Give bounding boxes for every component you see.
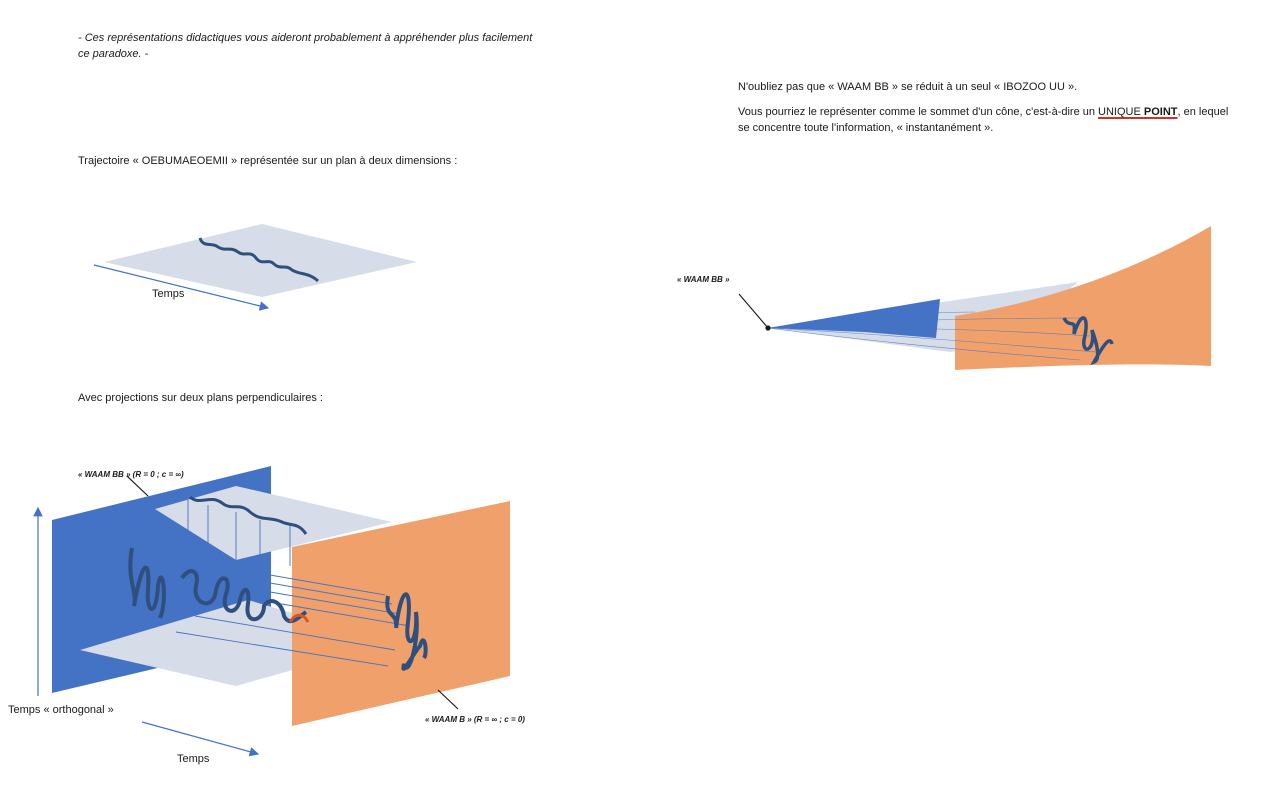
unique-word: UNIQUE [1098, 106, 1144, 118]
trajectory-transition [288, 613, 310, 623]
orthogonal-time-label: Temps « orthogonal » [8, 704, 114, 716]
right-para-2: Vous pourriez le représenter comme le so… [738, 104, 1228, 120]
orange-plane [292, 501, 510, 726]
top-grey-plane [155, 486, 392, 560]
right-para-2-after: , en lequel [1177, 106, 1229, 118]
waam-b-label: « WAAM B » (R = ∞ ; c = 0) [425, 715, 525, 724]
cone-orange-plane [955, 226, 1211, 370]
horizontal-time-axis [141, 721, 260, 757]
section2-caption: Avec projections sur deux plans perpendi… [78, 392, 323, 404]
waam-bb-pointer [126, 475, 149, 497]
projection-lines [175, 500, 411, 667]
intro-text: - Ces représentations didactiques vous a… [78, 30, 598, 62]
point-word: POINT [1143, 106, 1178, 118]
waam-bb-label: « WAAM BB » (R = 0 ; c = ∞) [78, 470, 184, 479]
right-para-1: N'oubliez pas que « WAAM BB » se réduit … [738, 81, 1078, 93]
waam-b-pointer [437, 689, 459, 710]
cone-scribble [1062, 316, 1114, 366]
section1-caption: Trajectoire « OEBUMAEOEMII » représentée… [78, 155, 458, 167]
middle-trajectory [180, 569, 308, 624]
cone-lines [767, 311, 1097, 361]
cone-apex-pointer [738, 293, 769, 329]
flat-trajectory [198, 237, 320, 283]
orange-plane-scribble [385, 592, 428, 671]
blue-plane-scribble [128, 547, 166, 619]
right-para-2-before: Vous pourriez le représenter comme le so… [738, 106, 1099, 118]
top-trajectory [188, 495, 308, 535]
right-para-2-line2: se concentre toute l'information, « inst… [738, 122, 994, 134]
cone-apex-label: « WAAM BB » [677, 275, 730, 284]
intro-line-1: - Ces représentations didactiques vous a… [78, 32, 533, 44]
flat-time-axis [93, 264, 270, 311]
right-para-2-highlight: UNIQUE POINT [1098, 106, 1177, 118]
flat-time-label: Temps [152, 288, 185, 300]
intro-line-2: ce paradoxe. - [78, 48, 149, 60]
time-label: Temps [177, 753, 210, 765]
